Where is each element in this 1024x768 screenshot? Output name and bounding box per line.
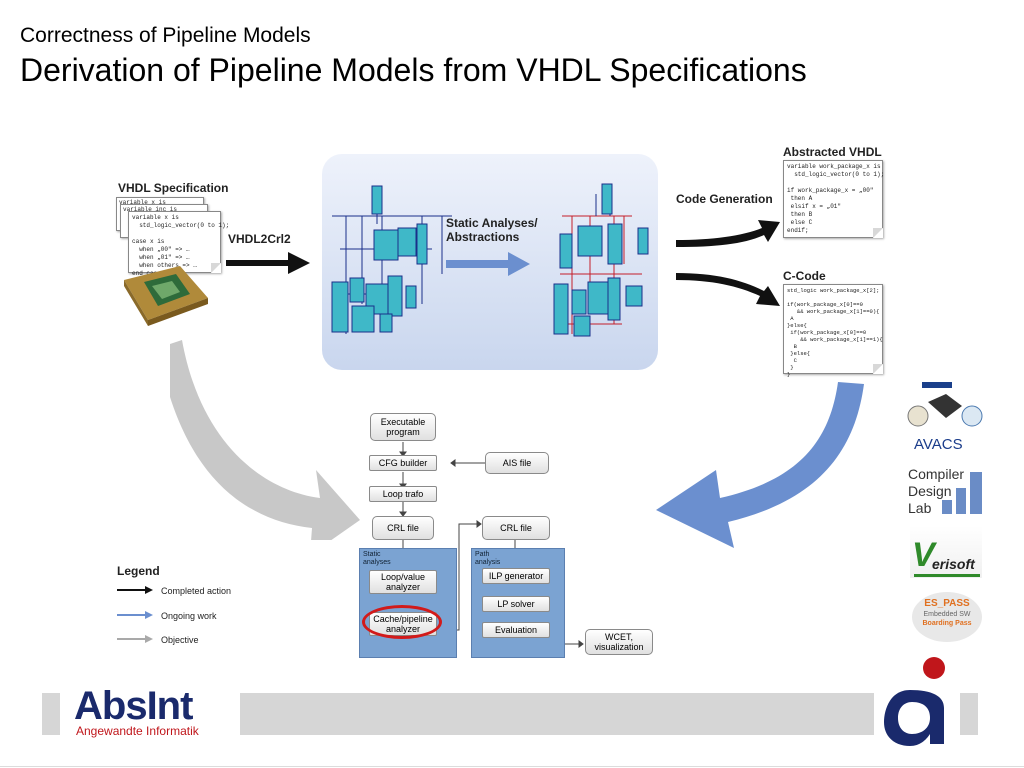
objective-arrow: [170, 340, 360, 540]
ais-file-box: AIS file: [485, 452, 549, 474]
slide-title: Derivation of Pipeline Models from VHDL …: [20, 52, 807, 88]
es-pass-top: ES_PASS: [924, 598, 970, 609]
avacs-logo: AVACS: [914, 436, 963, 453]
verisoft-text: erisoft: [932, 556, 975, 572]
wcet-visualization-box: WCET, visualization: [585, 629, 653, 655]
vhdl-spec-label: VHDL Specification: [118, 181, 229, 195]
lp-solver-box: LP solver: [482, 596, 550, 612]
abstracted-vhdl-label: Abstracted VHDL: [783, 145, 882, 159]
code-gen-arrows: [676, 220, 780, 306]
cdl-line-1: Compiler: [908, 466, 965, 482]
vhdl2crl2-label: VHDL2Crl2: [228, 232, 291, 246]
static-analyses-region-label: Static analyses: [363, 551, 391, 566]
banner-bar: [240, 693, 874, 735]
legend-completed: Completed action: [161, 586, 232, 596]
static-analyses-label: Static Analyses/ Abstractions: [446, 216, 538, 244]
verisoft-logo: V erisoft: [910, 526, 982, 578]
compiler-design-lab-logo: Compiler Design Lab: [908, 466, 964, 517]
c-code-doc: std_logic work_package_x[2]; if(work_pac…: [783, 284, 883, 378]
loop-value-analyzer-box: Loop/value analyzer: [369, 570, 437, 594]
cdl-line-3: Lab: [908, 500, 932, 516]
evaluation-box: Evaluation: [482, 622, 550, 638]
verisoft-v: V: [912, 536, 935, 574]
absint-subtitle: Angewandte Informatik: [76, 724, 199, 738]
banner-left-block: [42, 693, 60, 735]
crl-file-box-1: CRL file: [372, 516, 434, 540]
es-pass-logo: ES_PASS Embedded SW Boarding Pass: [912, 592, 982, 642]
legend-arrows: [117, 586, 153, 643]
ongoing-arrow: [656, 382, 864, 548]
code-generation-label: Code Generation: [676, 192, 773, 206]
abstracted-vhdl-doc: variable work_package_x is std_logic_vec…: [783, 160, 884, 238]
vhdl-doc: variable x is std_logic_vector(0 to 1); …: [128, 211, 229, 277]
es-pass-bot: Boarding Pass: [922, 620, 972, 627]
absint-a-icon: [884, 657, 945, 746]
completed-arrow-1: [226, 252, 310, 274]
loop-trafo-box: Loop trafo: [369, 486, 437, 502]
slide-subtitle: Correctness of Pipeline Models: [20, 24, 311, 47]
crl-file-box-2: CRL file: [482, 516, 550, 540]
bottom-rule: [0, 766, 1024, 767]
cdl-bars-icon: [942, 472, 982, 514]
executable-program-box: Executable program: [370, 413, 436, 441]
cfg-builder-box: CFG builder: [369, 455, 437, 471]
c-code-label: C-Code: [783, 269, 826, 283]
legend-ongoing: Ongoing work: [161, 611, 217, 621]
banner-right-block: [960, 693, 978, 735]
cdl-line-2: Design: [908, 483, 952, 499]
university-seals-logo: [907, 382, 983, 427]
absint-logo: AbsInt: [74, 684, 193, 728]
highlight-ellipse: [362, 605, 442, 639]
path-analysis-region-label: Path analysis: [475, 551, 501, 566]
static-analyses-region: Static analyses: [359, 548, 457, 658]
legend-objective: Objective: [161, 635, 199, 645]
legend-title: Legend: [117, 564, 160, 578]
es-pass-mid: Embedded SW: [923, 611, 971, 618]
pipeline-model-graphs: [331, 183, 649, 337]
chip-icon: [124, 266, 208, 326]
ilp-generator-box: ILP generator: [482, 568, 550, 584]
